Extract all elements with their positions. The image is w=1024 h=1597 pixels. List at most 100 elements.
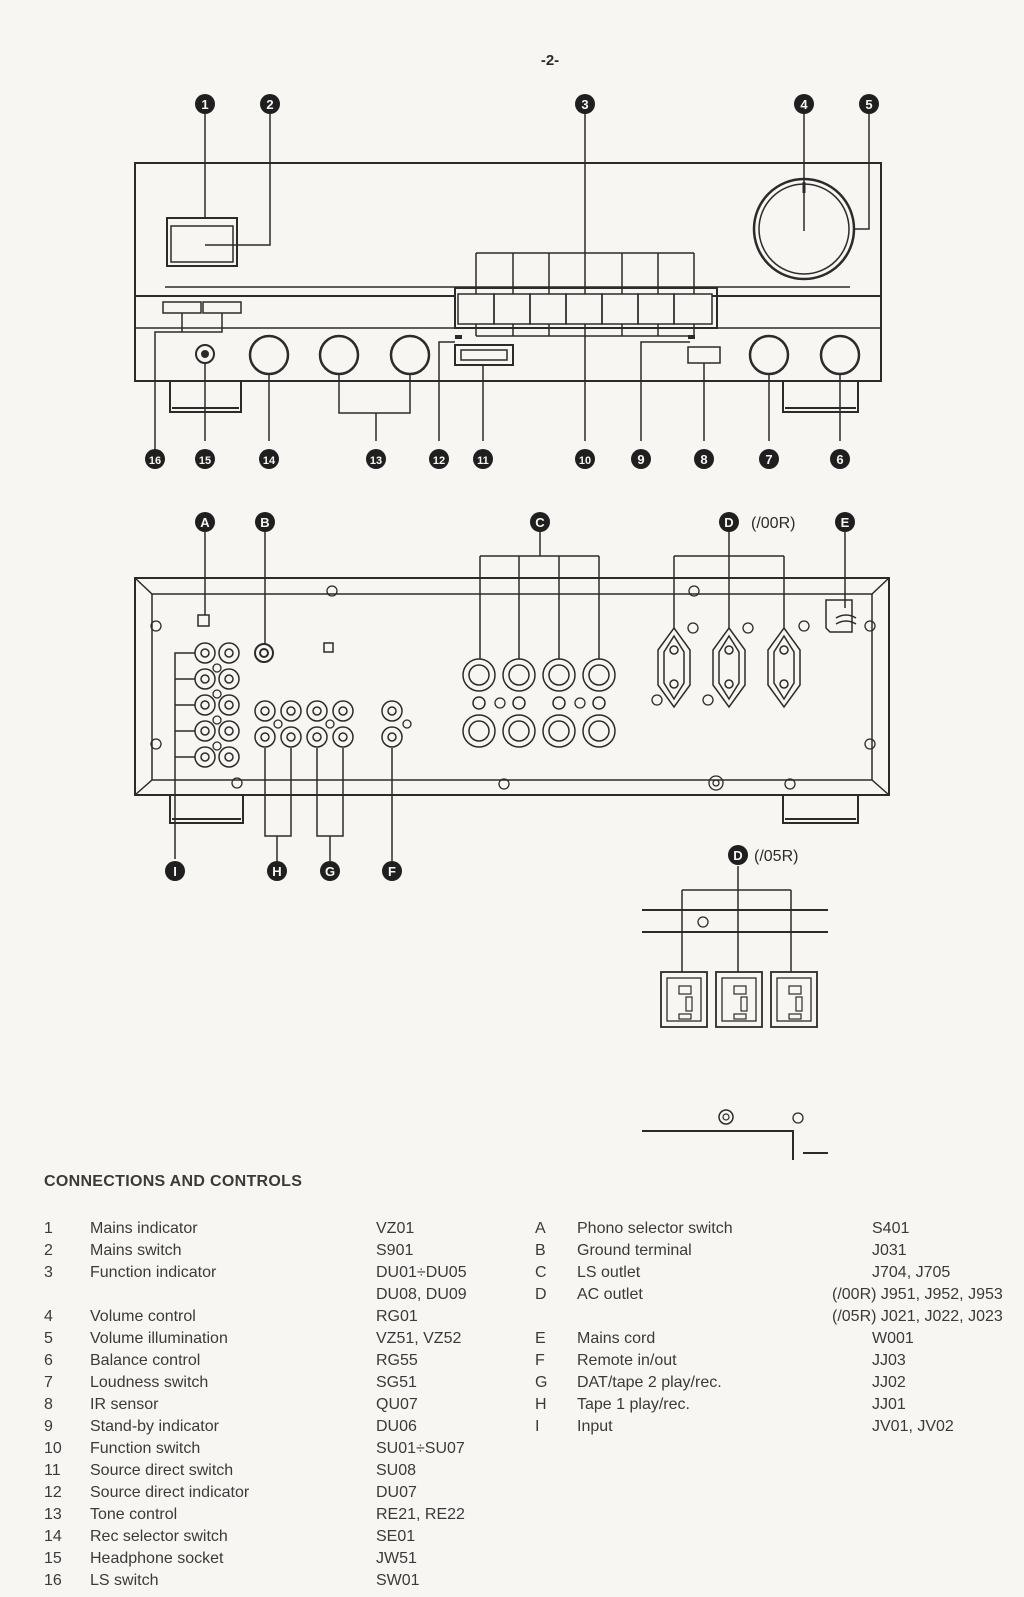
callout-badge	[267, 861, 287, 881]
control-number: 12	[44, 1484, 62, 1501]
control-name: Mains indicator	[90, 1220, 198, 1237]
front-panel	[134, 114, 882, 459]
callout-badge	[320, 861, 340, 881]
control-part-code: RG55	[376, 1352, 418, 1369]
connection-letter: A	[535, 1220, 546, 1237]
connection-name: Remote in/out	[577, 1352, 677, 1369]
callout-badge	[694, 449, 714, 469]
control-name: LS switch	[90, 1572, 159, 1589]
connection-letter: C	[535, 1264, 547, 1281]
callout-label: 11	[477, 455, 489, 467]
control-row: 12 Source direct indicator DU07	[44, 1482, 506, 1504]
callout-badge	[145, 449, 165, 469]
control-name: Source direct indicator	[90, 1484, 250, 1501]
connection-part-code: J704, J705	[872, 1264, 951, 1281]
callout-label: A	[200, 515, 210, 530]
callout-d-05r: D	[728, 845, 748, 865]
connection-name: Tape 1 play/rec.	[577, 1396, 690, 1413]
connection-part-code: S401	[872, 1220, 910, 1237]
control-name	[90, 1284, 376, 1306]
control-part-code: DU08, DU09	[376, 1286, 467, 1303]
control-number: 9	[44, 1418, 53, 1435]
callout-badge	[255, 512, 275, 532]
control-part-code: DU07	[376, 1484, 417, 1501]
callout-label: 3	[581, 97, 588, 112]
connection-part-code: JJ02	[872, 1374, 906, 1391]
control-number: 2	[44, 1242, 53, 1259]
connection-letter: H	[535, 1396, 547, 1413]
control-part-code: QU07	[376, 1396, 418, 1413]
connection-name: DAT/tape 2 play/rec.	[577, 1374, 722, 1391]
page-number: -2-	[540, 52, 560, 69]
d-00r-suffix: (/00R)	[751, 515, 795, 532]
control-row: 5 Volume illumination VZ51, VZ52	[44, 1328, 506, 1350]
callout-label: F	[388, 864, 396, 879]
callout-badge	[195, 94, 215, 114]
control-name: Volume illumination	[90, 1330, 228, 1347]
callout-label: 4	[800, 97, 808, 112]
ac-outlet-05r-detail	[642, 866, 828, 1028]
callout-badge	[530, 512, 550, 532]
callout-label: 12	[433, 455, 445, 467]
callout-label: 14	[263, 455, 276, 467]
callout-badge	[195, 512, 215, 532]
control-number: 8	[44, 1396, 53, 1413]
control-number: 3	[44, 1264, 53, 1281]
callout-badge	[260, 94, 280, 114]
connection-part-code: W001	[872, 1330, 914, 1347]
connection-part-code: (/05R) J021, J022, J023	[832, 1308, 1003, 1325]
callout-label: 9	[637, 452, 644, 467]
callout-badge	[473, 449, 493, 469]
control-part-code: SW01	[376, 1572, 420, 1589]
callout-label: 6	[836, 452, 843, 467]
callout-label: 10	[579, 455, 591, 467]
connection-letter: E	[535, 1330, 546, 1347]
connection-letter: I	[535, 1418, 540, 1435]
control-name: Source direct switch	[90, 1462, 234, 1479]
rear-panel	[134, 532, 890, 861]
control-number: 7	[44, 1374, 53, 1391]
control-number: 10	[44, 1440, 62, 1457]
control-part-code: VZ51, VZ52	[376, 1330, 462, 1347]
control-row: DU08, DU09	[44, 1284, 506, 1306]
callout-badge	[575, 449, 595, 469]
control-part-code: RE21, RE22	[376, 1506, 465, 1523]
control-row: 8 IR sensor QU07	[44, 1394, 506, 1416]
callout-badge	[575, 94, 595, 114]
control-number: 6	[44, 1352, 53, 1369]
control-part-code: SU08	[376, 1462, 417, 1479]
callout-badge	[631, 449, 651, 469]
callout-label: B	[260, 515, 269, 530]
control-number: 5	[44, 1330, 53, 1347]
callout-label: D	[724, 515, 733, 530]
callout-label: E	[841, 515, 850, 530]
bottom-detail	[642, 1109, 828, 1160]
connection-letter: F	[535, 1352, 545, 1369]
callout-badge	[830, 449, 850, 469]
callout-label: 5	[865, 97, 872, 112]
control-part-code: SG51	[376, 1374, 417, 1391]
control-name: IR sensor	[90, 1396, 159, 1413]
connection-name: Ground terminal	[577, 1242, 692, 1259]
connection-name: AC outlet	[577, 1286, 643, 1303]
callout-label: 1	[201, 97, 208, 112]
callout-label: 15	[199, 455, 211, 467]
callout-label: 13	[370, 455, 382, 467]
